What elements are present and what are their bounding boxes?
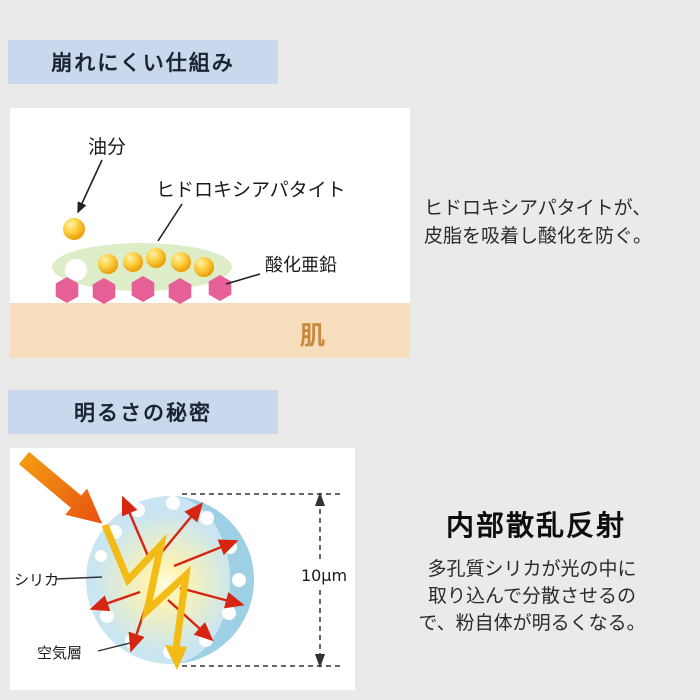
brightness-description: 多孔質シリカが光の中に 取り込んで分散させるの で、粉自体が明るくなる。 [372, 556, 692, 637]
mechanism-description-line1: ヒドロキシアパタイトが、 [424, 197, 652, 219]
mechanism-description-line2: 皮脂を吸着し酸化を防ぐ。 [424, 225, 653, 247]
oil-label: 油分 [88, 136, 126, 158]
light-path [101, 523, 191, 649]
brightness-title: 内部散乱反射 [445, 509, 626, 542]
measure-arrow-bottom [315, 654, 325, 668]
air-layer-leader-line [97, 642, 131, 652]
diameter-label: 10μm [301, 566, 347, 585]
section-header-mechanism: 崩れにくい仕組み [8, 40, 278, 84]
measure-label-bg [296, 562, 352, 588]
hydroxyapatite-label: ヒドロキシアパタイト [156, 179, 346, 201]
skin-bar [10, 303, 410, 358]
oil-droplets [63, 218, 214, 277]
oil-leader-arrow [77, 159, 103, 214]
inner-glow [86, 496, 254, 664]
absorbed-pocket [65, 259, 87, 281]
zinc-oxide-particles [55, 275, 232, 304]
incoming-light-arrow [18, 451, 103, 524]
silica-label: シリカ [14, 571, 59, 589]
scatter-arrows [89, 495, 245, 653]
zinc-oxide-label: 酸化亜鉛 [265, 255, 337, 276]
air-layer-label: 空気層 [37, 644, 82, 662]
measure-arrow-top [315, 492, 325, 506]
zinc-leader-line [225, 273, 261, 285]
brightness-description-line2: 取り込んで分散させるの [427, 585, 637, 607]
mechanism-diagram-panel: 肌 [10, 108, 410, 358]
brightness-description-line3: で、粉自体が明るくなる。 [418, 612, 646, 634]
brightness-diagram: 10μm シリカ 空気層 [14, 451, 352, 670]
mechanism-diagram: 肌 [10, 136, 410, 358]
skin-label: 肌 [300, 321, 325, 350]
silica-leader-line [55, 576, 103, 580]
brightness-diagram-panel: 10μm シリカ 空気層 [10, 448, 355, 690]
light-path-arrowhead [165, 645, 187, 670]
hydroxyapatite-leader-line [157, 203, 183, 242]
oil-drop-free [63, 218, 85, 240]
mechanism-description: ヒドロキシアパタイトが、 皮脂を吸着し酸化を防ぐ。 [424, 194, 694, 250]
section-header-brightness: 明るさの秘密 [8, 390, 278, 434]
brightness-description-line1: 多孔質シリカが光の中に [427, 558, 637, 580]
